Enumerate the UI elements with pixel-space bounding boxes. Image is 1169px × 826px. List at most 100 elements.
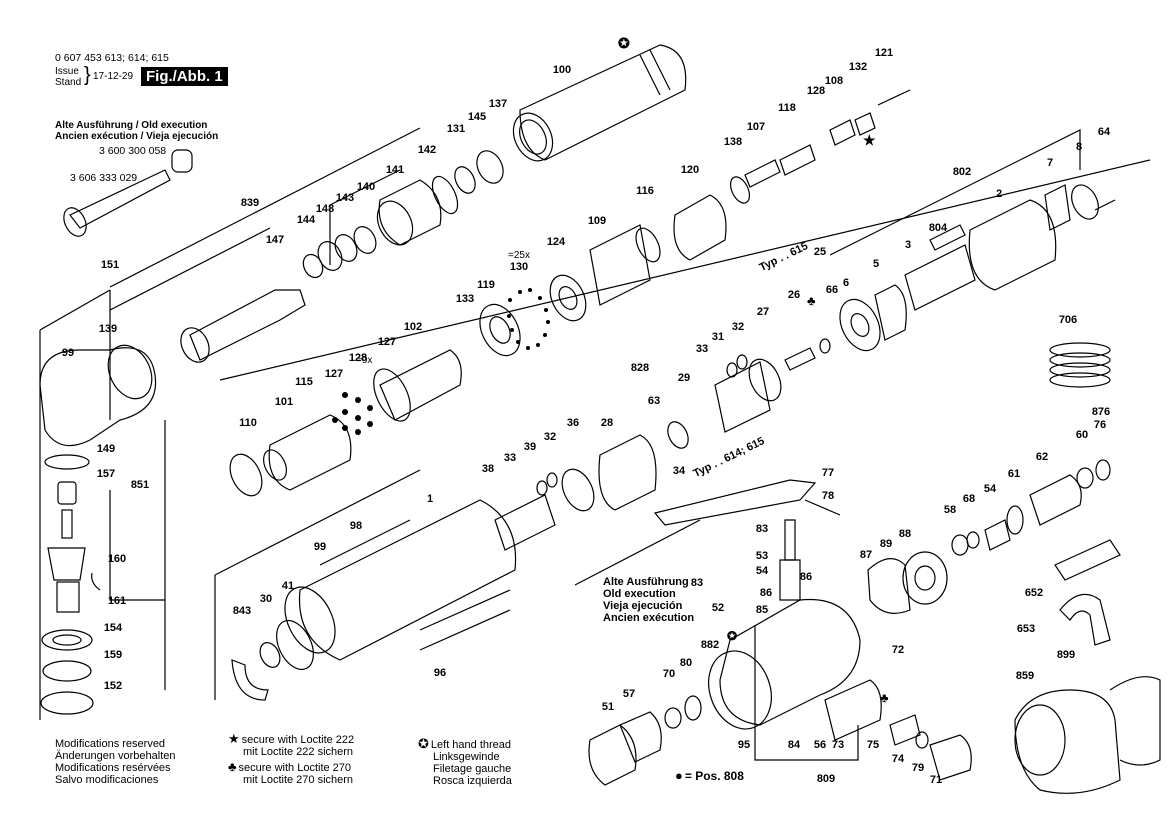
brace-glyph: }: [84, 64, 91, 86]
part-label-2: 2: [996, 188, 1002, 200]
part-label-653: 653: [1017, 623, 1035, 635]
old-exec-top-line1: Alte Ausführung / Old execution: [55, 120, 208, 131]
part-label-64: 64: [1098, 126, 1111, 138]
part-label-88: 88: [899, 528, 911, 540]
spindle-101: [268, 414, 352, 491]
part-label-859: 859: [1016, 670, 1034, 682]
part-label-7: 7: [1047, 157, 1053, 169]
ring-159: [42, 660, 92, 682]
part-label-132: 132: [849, 61, 867, 73]
pin-78: [804, 499, 841, 516]
part-label-85: 85: [756, 604, 768, 616]
legend-pos-808: ●= Pos. 808: [675, 768, 744, 783]
part-label-127: 127: [325, 368, 343, 380]
hose-fitting-652: [1054, 539, 1121, 581]
part-label-41: 41: [282, 580, 294, 592]
part-label-876: 876: [1092, 406, 1110, 418]
clip-160: [91, 572, 101, 591]
part-label-8: 8: [1076, 141, 1082, 153]
part-numbers: 0 607 453 613; 614; 615: [55, 52, 169, 64]
nipple-62: [1029, 474, 1082, 526]
guide-line: [109, 127, 421, 288]
part-label-151: 151: [101, 259, 119, 271]
carrier-38: [494, 494, 556, 551]
part-label-34: 34: [673, 465, 686, 477]
angle-head-99: [39, 347, 157, 447]
part-label-80: 80: [680, 657, 692, 669]
spring-108: [829, 119, 856, 146]
ring-76: [1095, 459, 1111, 481]
spring-107: [744, 159, 781, 188]
bracket-141: [329, 169, 401, 265]
circlip-152: [40, 691, 94, 715]
cage-127: [373, 368, 411, 422]
left-thread-icon: ✪: [618, 35, 630, 51]
part-label-802: 802: [953, 166, 971, 178]
gear-32: [736, 354, 748, 370]
part-label-73: 73: [832, 739, 844, 751]
part-label-110: 110: [239, 417, 257, 429]
part-label-148: 148: [316, 203, 334, 215]
part-label-27: 27: [757, 306, 769, 318]
gear-32b: [546, 472, 558, 488]
part-label-107: 107: [747, 121, 765, 133]
old-exec-mid-line2: Old execution: [603, 588, 676, 600]
pin-64: [1094, 199, 1116, 211]
part-label-101: 101: [275, 396, 293, 408]
ring-87: [867, 558, 911, 614]
part-label-116: 116: [636, 185, 654, 197]
part-label-33: 33: [696, 343, 708, 355]
part-label-61: 61: [1008, 468, 1020, 480]
part-label-38: 38: [482, 463, 494, 475]
part-label-160: 160: [108, 553, 126, 565]
shaft-102: [379, 349, 462, 421]
part-label-86: 86: [800, 571, 812, 583]
gasket-96b: [419, 609, 511, 651]
guide-line: [574, 519, 701, 586]
nut-60: [1076, 467, 1094, 489]
stand-label: Stand: [55, 77, 82, 88]
part-label-58: 58: [944, 504, 956, 516]
plate-57: [619, 711, 662, 763]
part-label-899: 899: [1057, 649, 1075, 661]
part-label-851: 851: [131, 479, 149, 491]
washer-27: [748, 358, 782, 402]
part-label-51: 51: [602, 701, 614, 713]
part-label-74: 74: [892, 753, 905, 765]
ring-30: [259, 642, 281, 668]
old-exec-top-line2: Ancien exécution / Vieja ejecución: [55, 131, 219, 142]
sleeve-98: [319, 519, 411, 566]
part-label-60: 60: [1076, 429, 1088, 441]
part-label-828: 828: [631, 362, 649, 374]
housing-100: [512, 44, 687, 162]
part-label-128: 128: [807, 85, 825, 97]
part-label-72: 72: [892, 644, 904, 656]
part-label-32: 32: [732, 321, 744, 333]
part-label-5: 5: [873, 258, 879, 270]
clover-icon: ♣: [807, 293, 816, 308]
knob-71: [929, 734, 972, 781]
part-label-83: 83: [691, 577, 703, 589]
issue-date: 17-12-29: [93, 71, 134, 82]
circlip-843: [231, 659, 269, 701]
spring-109: [589, 224, 651, 306]
part-label-137: 137: [489, 98, 507, 110]
old-exec-bushing: [171, 149, 193, 173]
part-label-102: 102: [404, 321, 422, 333]
ring-143: [334, 234, 358, 262]
part-label-133: 133: [456, 293, 474, 305]
part-label-141: 141: [386, 164, 404, 176]
part-label-78: 78: [822, 490, 834, 502]
nut-141: [378, 179, 442, 246]
part-label-36: 36: [567, 417, 579, 429]
part-label-31: 31: [712, 331, 724, 343]
part-label-652: 652: [1025, 587, 1043, 599]
part-label-843: 843: [233, 605, 251, 617]
old-exec-shaft: [69, 169, 171, 229]
part-label-149: 149: [97, 443, 115, 455]
ring-142: [431, 175, 459, 215]
part-label-119: 119: [477, 279, 495, 291]
clip-653: [1059, 593, 1111, 646]
shaft-161: [56, 581, 80, 613]
